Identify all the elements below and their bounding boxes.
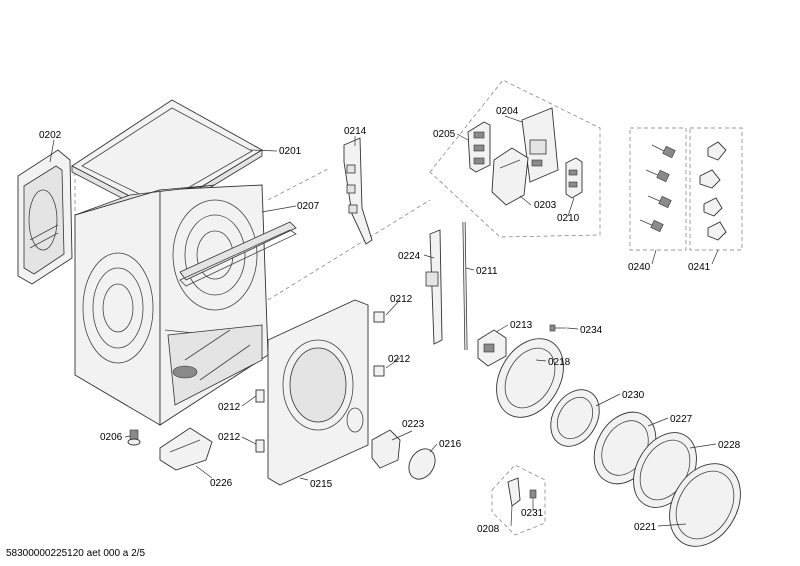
label-0214: 0214 <box>344 126 367 137</box>
hinge-0208 <box>507 477 521 507</box>
label-0221: 0221 <box>634 522 657 533</box>
label-0227: 0227 <box>670 414 693 425</box>
label-0223: 0223 <box>402 419 425 430</box>
screw-0234 <box>549 324 566 332</box>
label-0207: 0207 <box>297 201 320 212</box>
group-0240-outline <box>629 127 687 251</box>
label-0241: 0241 <box>688 262 711 273</box>
label-0202: 0202 <box>39 130 62 141</box>
module-0210 <box>565 157 583 199</box>
rod-0211 <box>462 221 468 351</box>
module-0213 <box>477 329 507 367</box>
label-0203: 0203 <box>534 200 557 211</box>
rail-0214 <box>343 137 373 245</box>
hinge-0212a <box>373 311 385 323</box>
rear-panel-0202 <box>17 149 73 285</box>
label-0240: 0240 <box>628 262 651 273</box>
label-0226: 0226 <box>210 478 233 489</box>
label-0228: 0228 <box>718 440 741 451</box>
hinge-0212b <box>373 365 385 377</box>
leader-lines <box>49 115 719 527</box>
hinge-0212d <box>255 439 265 453</box>
ring-0221 <box>669 463 741 547</box>
foot-0206 <box>127 429 141 446</box>
screws-0240 <box>639 144 676 233</box>
dash-line <box>267 199 431 301</box>
group-0241-outline <box>689 127 743 251</box>
control-board-0204 <box>521 107 559 183</box>
label-0212-a: 0212 <box>390 294 413 305</box>
label-0205: 0205 <box>433 129 456 140</box>
pin-0231 <box>529 489 537 499</box>
lock-0223 <box>371 429 401 469</box>
label-0231: 0231 <box>521 508 544 519</box>
electronics-group-outline <box>429 79 601 238</box>
label-0213: 0213 <box>510 320 533 331</box>
diagram-footer-code: 58300000225120 aet 000 a 2/5 <box>6 548 145 559</box>
label-0234: 0234 <box>580 325 603 336</box>
label-0230: 0230 <box>622 390 645 401</box>
module-0203 <box>491 147 529 206</box>
bracket-0207 <box>179 221 297 287</box>
clips-0241 <box>699 141 727 241</box>
bar-0224 <box>425 229 443 345</box>
label-0216: 0216 <box>439 439 462 450</box>
cabinet <box>74 184 269 426</box>
label-0215: 0215 <box>310 479 333 490</box>
cap-0216 <box>408 448 436 480</box>
label-0224: 0224 <box>398 251 421 262</box>
drain-filter-0226 <box>159 427 213 471</box>
dash-line <box>267 167 331 201</box>
label-0212-c: 0212 <box>218 402 241 413</box>
ring-0218 <box>496 338 564 418</box>
label-0201: 0201 <box>279 146 302 157</box>
label-0212-d: 0212 <box>218 432 241 443</box>
label-0206: 0206 <box>100 432 123 443</box>
label-0212-b: 0212 <box>388 354 411 365</box>
front-panel-0215 <box>267 299 369 486</box>
module-0205 <box>467 121 491 173</box>
label-0208: 0208 <box>477 524 500 535</box>
label-0211: 0211 <box>476 266 498 277</box>
hinge-0212c <box>255 389 265 403</box>
glass-0230 <box>550 389 600 447</box>
label-0210: 0210 <box>557 213 580 224</box>
group-0208-outline <box>491 464 546 536</box>
label-0218: 0218 <box>548 357 571 368</box>
label-0204: 0204 <box>496 106 519 117</box>
